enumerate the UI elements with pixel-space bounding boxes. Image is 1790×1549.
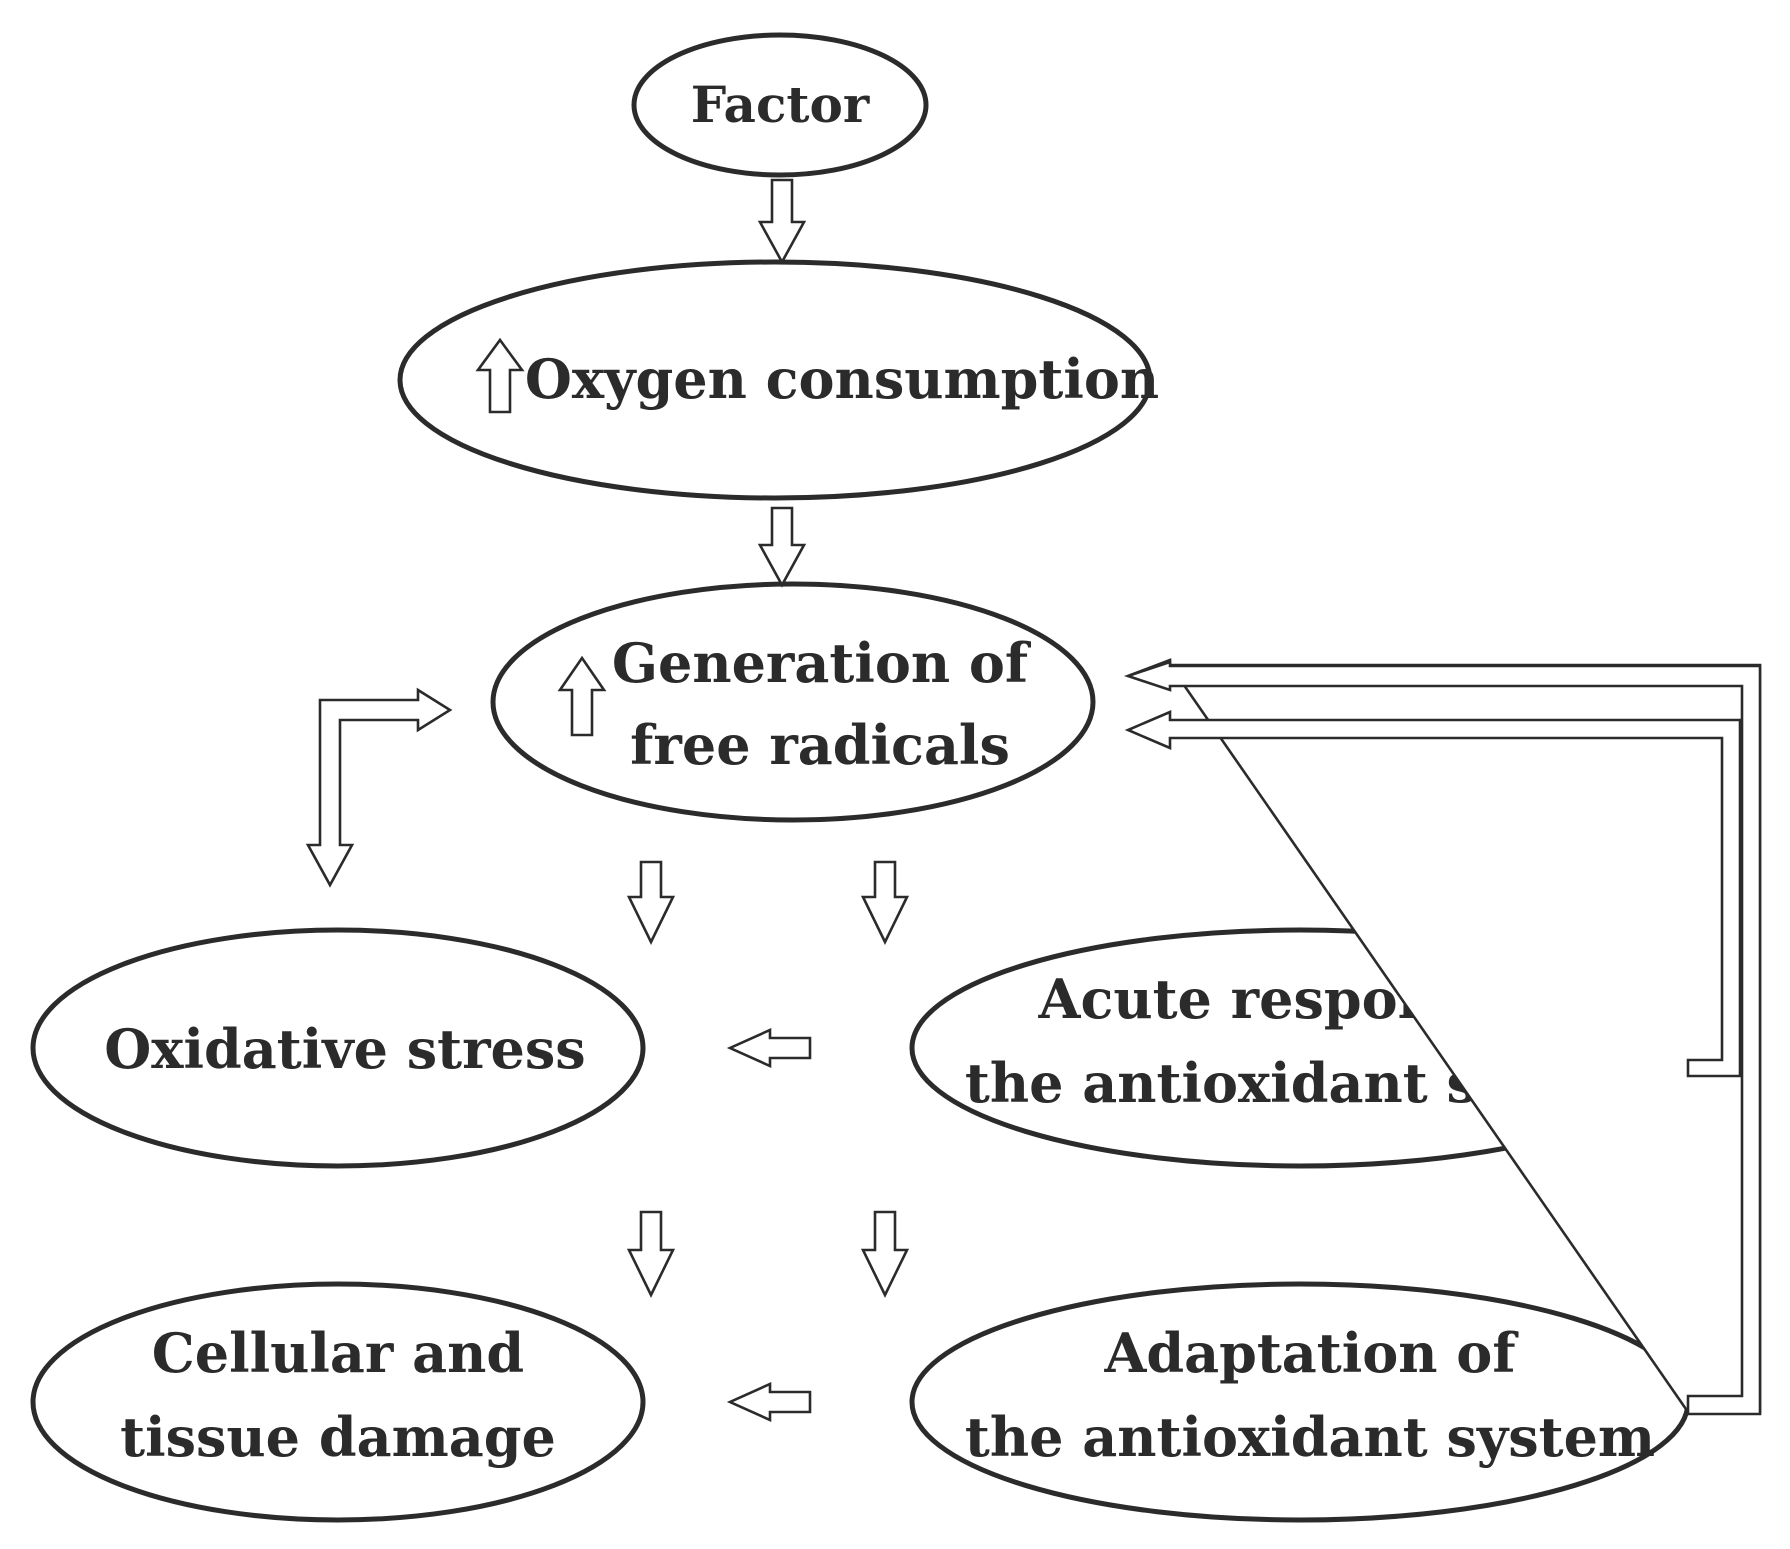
node-tissue-damage: Cellular and tissue damage	[30, 1281, 646, 1523]
arrow-radicals-loop-to-stress	[305, 687, 453, 888]
increase-arrow-icon	[475, 337, 525, 414]
node-adaptation: Adaptation of the antioxidant system	[909, 1281, 1691, 1523]
arrow-adaptation-step	[860, 1210, 910, 1298]
node-factor-label: Factor	[691, 75, 870, 134]
increase-arrow-icon	[557, 655, 607, 737]
node-radicals-line-2: free radicals	[630, 713, 1010, 777]
node-adaptation-line-1: Adaptation of	[1103, 1321, 1519, 1385]
arrow-factor-to-oxygen	[757, 178, 807, 265]
arrow-radicals-to-acute	[860, 860, 910, 945]
arrow-acute-feedback	[1124, 710, 1742, 1078]
node-oxidative-label: Oxidative stress	[104, 1017, 585, 1081]
arrow-oxygen-to-radicals	[757, 506, 807, 588]
node-oxidative-stress: Oxidative stress	[30, 927, 646, 1169]
node-oxygen-label: Oxygen consumption	[525, 347, 1159, 411]
node-radicals-line-1: Generation of	[612, 631, 1032, 695]
node-free-radicals: Generation of free radicals	[490, 581, 1096, 823]
node-adaptation-line-2: the antioxidant system	[965, 1405, 1655, 1469]
node-oxygen-consumption: Oxygen consumption	[397, 259, 1159, 501]
arrow-adaptation-feedback-body	[1123, 660, 1762, 1416]
node-factor: Factor	[631, 32, 929, 178]
node-damage-line-2: tissue damage	[120, 1405, 556, 1469]
arrow-adaptation-to-damage	[726, 1381, 812, 1423]
arrow-stress-to-damage	[626, 1210, 676, 1298]
node-damage-line-1: Cellular and	[152, 1321, 524, 1385]
arrow-acute-to-stress	[726, 1027, 812, 1069]
arrow-radicals-to-stress	[626, 860, 676, 945]
